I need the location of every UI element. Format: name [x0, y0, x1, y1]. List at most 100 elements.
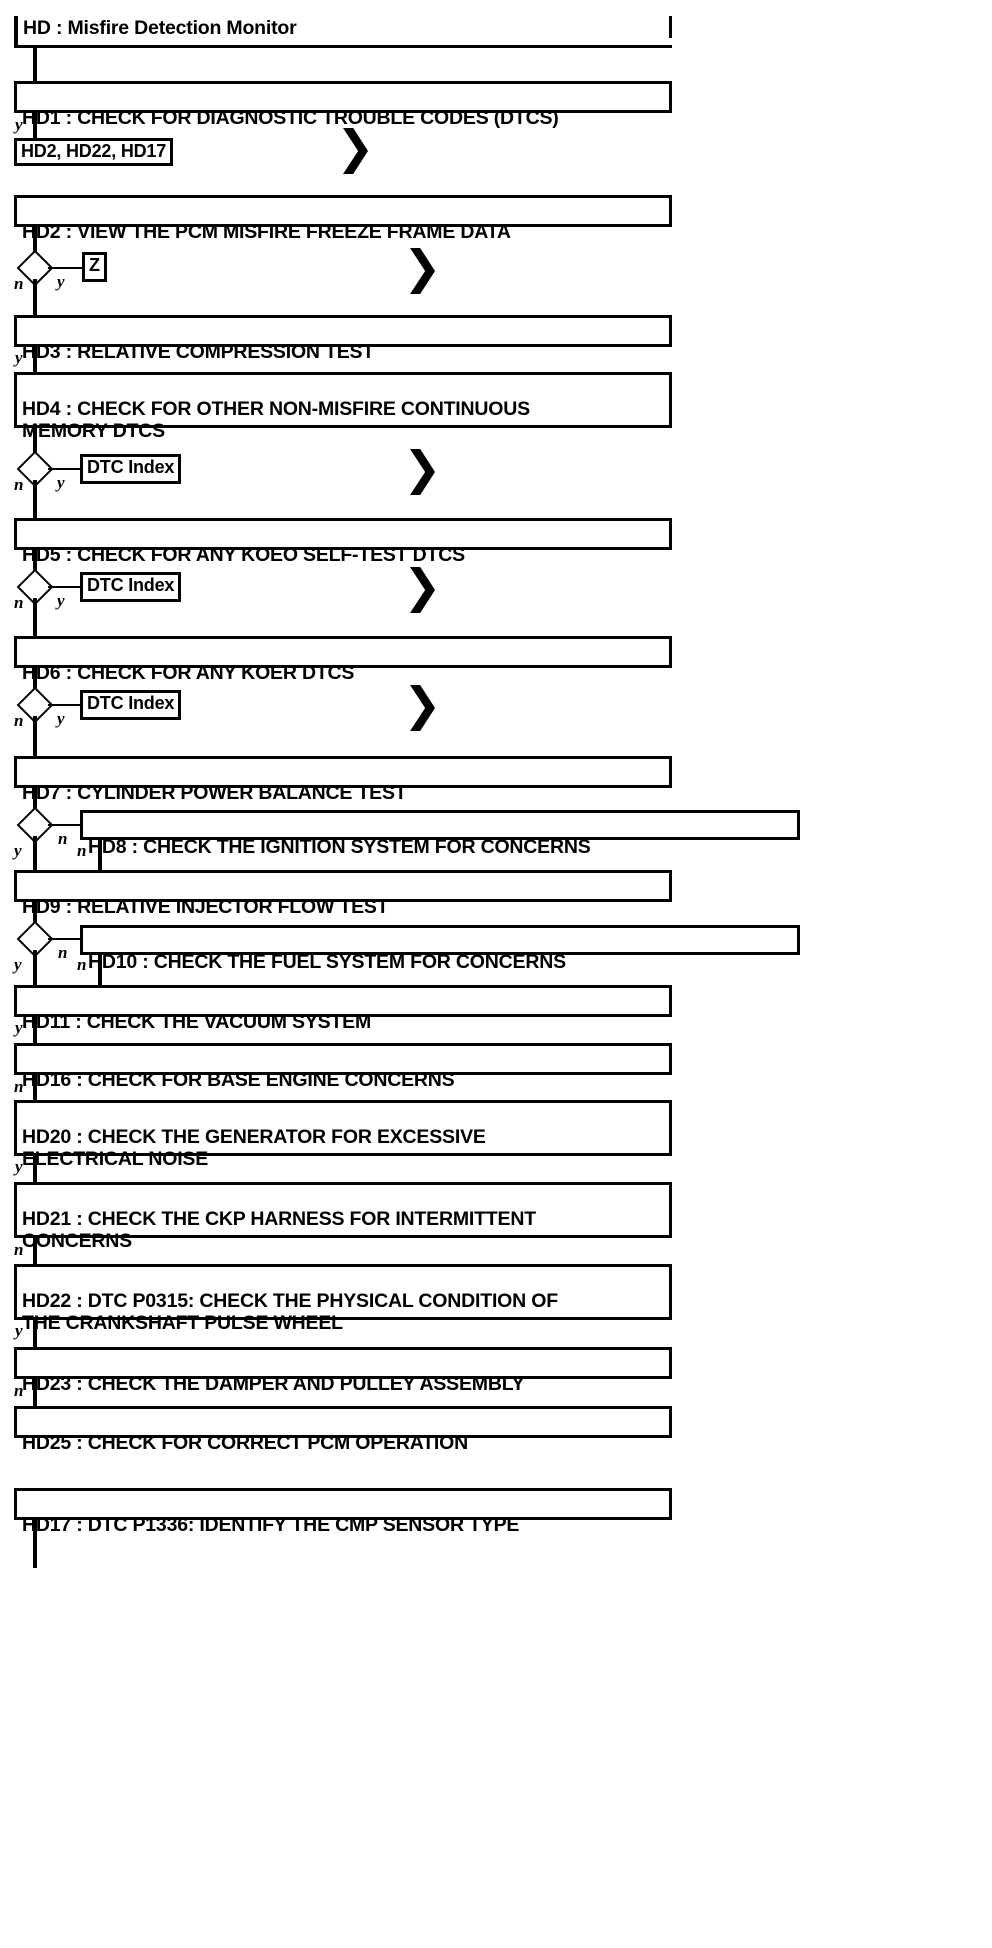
node-hd2-label: HD2 : VIEW THE PCM MISFIRE FREEZE FRAME … [22, 220, 511, 243]
node-hd8[interactable]: HD8 : CHECK THE IGNITION SYSTEM FOR CONC… [80, 810, 800, 858]
node-hd4[interactable]: HD4 : CHECK FOR OTHER NON-MISFIRE CONTIN… [14, 372, 672, 442]
edge-label-hd4-y: y [57, 473, 65, 492]
ref-z[interactable]: Z [82, 252, 107, 282]
edge-label-hd5-y: y [57, 591, 65, 610]
edge-hd5-yes-line [48, 586, 81, 588]
node-hd16-label: HD16 : CHECK FOR BASE ENGINE CONCERNS [22, 1068, 455, 1091]
edge-hd22-down [33, 1320, 37, 1347]
node-hd17[interactable]: HD17 : DTC P1336: IDENTIFY THE CMP SENSO… [14, 1488, 672, 1536]
off-page-connector-icon-3: ❯ [403, 442, 442, 494]
node-hd22[interactable]: HD22 : DTC P0315: CHECK THE PHYSICAL CON… [14, 1264, 672, 1334]
off-page-connector-icon-5: ❯ [403, 678, 442, 730]
node-hd-label: HD : Misfire Detection Monitor [23, 17, 297, 39]
ref-hd2-hd22-hd17[interactable]: HD2, HD22, HD17 [14, 138, 174, 166]
edge-label-hd1-y: y [15, 115, 23, 134]
node-hd25[interactable]: HD25 : CHECK FOR CORRECT PCM OPERATION [14, 1406, 672, 1454]
edge-label-hd4-n: n [14, 475, 24, 494]
edge-hd5-down [33, 550, 37, 575]
ref-dtc-index-1-label: DTC Index [87, 457, 175, 477]
node-hd8-label: HD8 : CHECK THE IGNITION SYSTEM FOR CONC… [88, 835, 591, 858]
title-right-tick [669, 16, 672, 38]
off-page-connector-icon-2: ❯ [403, 241, 442, 293]
edge-label-hd8-n: n [77, 841, 87, 860]
edge-label-hd16-n: n [14, 1077, 24, 1096]
edge-hd16-down [33, 1075, 37, 1102]
edge-hd1-down [33, 113, 37, 140]
node-hd23-label: HD23 : CHECK THE DAMPER AND PULLEY ASSEM… [22, 1372, 525, 1395]
edge-hd17-down [33, 1520, 37, 1568]
edge-hd6-yes-line [48, 704, 81, 706]
edge-label-hd10-n: n [77, 955, 87, 974]
node-hd7-label: HD7 : CYLINDER POWER BALANCE TEST [22, 781, 407, 804]
node-hd11-label: HD11 : CHECK THE VACUUM SYSTEM [22, 1010, 372, 1033]
node-hd7[interactable]: HD7 : CYLINDER POWER BALANCE TEST [14, 756, 672, 804]
edge-hd20-down [33, 1156, 37, 1183]
edge-hd5-no-down [33, 598, 37, 636]
edge-label-hd5-n: n [14, 593, 24, 612]
edge-label-hd2-y: y [57, 272, 65, 291]
node-hd-title[interactable]: HD : Misfire Detection Monitor [14, 16, 672, 48]
edge-label-hd9-n: n [58, 943, 68, 962]
edge-label-hd6-n: n [14, 711, 24, 730]
edge-hd10-no-down [98, 955, 102, 985]
edge-hd11-down [33, 1017, 37, 1043]
node-hd16[interactable]: HD16 : CHECK FOR BASE ENGINE CONCERNS [14, 1043, 672, 1091]
node-hd20-label: HD20 : CHECK THE GENERATOR FOR EXCESSIVE… [22, 1125, 486, 1170]
node-hd20[interactable]: HD20 : CHECK THE GENERATOR FOR EXCESSIVE… [14, 1100, 672, 1170]
edge-hd-to-hd1 [33, 48, 37, 81]
edge-label-hd6-y: y [57, 709, 65, 728]
node-hd4-label: HD4 : CHECK FOR OTHER NON-MISFIRE CONTIN… [22, 397, 530, 442]
ref-dtc-index-2[interactable]: DTC Index [80, 572, 182, 602]
node-hd22-label: HD22 : DTC P0315: CHECK THE PHYSICAL CON… [22, 1289, 558, 1334]
node-hd21[interactable]: HD21 : CHECK THE CKP HARNESS FOR INTERMI… [14, 1182, 672, 1252]
node-hd5-label: HD5 : CHECK FOR ANY KOEO SELF-TEST DTCS [22, 543, 465, 566]
node-hd3-label: HD3 : RELATIVE COMPRESSION TEST [22, 340, 375, 363]
node-hd11[interactable]: HD11 : CHECK THE VACUUM SYSTEM [14, 985, 672, 1033]
edge-hd9-no-line [48, 938, 81, 940]
node-hd17-label: HD17 : DTC P1336: IDENTIFY THE CMP SENSO… [22, 1513, 520, 1536]
edge-hd3-down [33, 347, 37, 374]
node-hd21-label: HD21 : CHECK THE CKP HARNESS FOR INTERMI… [22, 1207, 536, 1252]
edge-label-hd7-y: y [14, 841, 22, 860]
node-hd10-label: HD10 : CHECK THE FUEL SYSTEM FOR CONCERN… [88, 950, 566, 973]
edge-label-hd9-y: y [14, 955, 22, 974]
node-hd23[interactable]: HD23 : CHECK THE DAMPER AND PULLEY ASSEM… [14, 1347, 672, 1395]
ref-z-label: Z [89, 255, 100, 275]
node-hd1-label: HD1 : CHECK FOR DIAGNOSTIC TROUBLE CODES… [22, 106, 559, 129]
node-hd6[interactable]: HD6 : CHECK FOR ANY KOER DTCS [14, 636, 672, 684]
node-hd10[interactable]: HD10 : CHECK THE FUEL SYSTEM FOR CONCERN… [80, 925, 800, 973]
edge-hd4-yes-line [48, 468, 81, 470]
node-hd5[interactable]: HD5 : CHECK FOR ANY KOEO SELF-TEST DTCS [14, 518, 672, 566]
edge-hd6-down [33, 668, 37, 693]
node-hd1[interactable]: HD1 : CHECK FOR DIAGNOSTIC TROUBLE CODES… [14, 81, 672, 129]
edge-hd7-no-line [48, 824, 81, 826]
node-hd2[interactable]: HD2 : VIEW THE PCM MISFIRE FREEZE FRAME … [14, 195, 672, 243]
edge-hd6-no-down [33, 716, 37, 756]
ref-dtc-index-2-label: DTC Index [87, 575, 175, 595]
edge-label-hd3-y: y [15, 348, 23, 367]
node-hd3[interactable]: HD3 : RELATIVE COMPRESSION TEST [14, 315, 672, 363]
edge-label-hd21-n: n [14, 1240, 24, 1259]
ref-hd2-hd22-hd17-label: HD2, HD22, HD17 [21, 141, 167, 161]
edge-label-hd20-y: y [15, 1157, 23, 1176]
node-hd9-label: HD9 : RELATIVE INJECTOR FLOW TEST [22, 895, 389, 918]
node-hd6-label: HD6 : CHECK FOR ANY KOER DTCS [22, 661, 355, 684]
edge-hd4-no-down [33, 480, 37, 518]
ref-dtc-index-1[interactable]: DTC Index [80, 454, 182, 484]
edge-label-hd23-n: n [14, 1381, 24, 1400]
edge-hd7-yes-down [33, 836, 37, 870]
edge-hd7-down [33, 788, 37, 814]
node-hd9[interactable]: HD9 : RELATIVE INJECTOR FLOW TEST [14, 870, 672, 918]
edge-hd2-down [33, 227, 37, 257]
ref-dtc-index-3-label: DTC Index [87, 693, 175, 713]
node-hd25-label: HD25 : CHECK FOR CORRECT PCM OPERATION [22, 1431, 468, 1454]
edge-label-hd11-y: y [15, 1018, 23, 1037]
edge-hd23-down [33, 1379, 37, 1406]
off-page-connector-icon-1: ❯ [336, 121, 375, 173]
edge-label-hd22-y: y [15, 1321, 23, 1340]
edge-hd8-no-down [98, 840, 102, 870]
edge-label-hd2-n: n [14, 274, 24, 293]
ref-dtc-index-3[interactable]: DTC Index [80, 690, 182, 720]
edge-hd9-down [33, 902, 37, 928]
